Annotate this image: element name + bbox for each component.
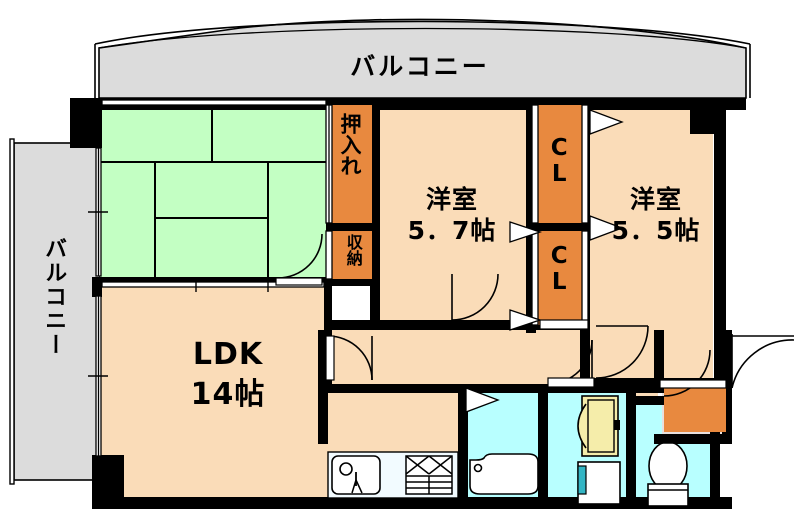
door-thresholds — [275, 277, 727, 389]
kitchen-sink-icon — [331, 455, 381, 495]
shuno-label: 収納 — [343, 234, 363, 266]
gas-range-icon — [405, 455, 453, 495]
window-ticks — [88, 211, 269, 377]
balcony-top-region — [94, 18, 751, 99]
cl-upper-fill — [538, 105, 582, 223]
cl-lower-label: CL — [546, 243, 573, 295]
yoshitsu-57-name: 洋室 — [425, 185, 478, 214]
ldk-floor — [100, 284, 330, 506]
washing-machine-icon — [577, 461, 621, 505]
door-swings — [277, 233, 795, 397]
folding-door-marks — [465, 109, 624, 413]
balcony-left-label: バルコニー — [41, 237, 67, 357]
tatami-mat-lines — [100, 105, 326, 284]
vanity-sink-icon — [577, 395, 620, 457]
balcony-top-label: バルコニー — [350, 52, 490, 81]
toilet-icon — [647, 441, 689, 507]
yoshitsu-55-size: 5．5帖 — [611, 216, 701, 245]
cl-upper-label: CL — [546, 135, 573, 187]
ldk-name: LDK — [192, 337, 264, 372]
ldk-size: 14帖 — [190, 377, 266, 412]
yoshitsu-55-name: 洋室 — [629, 185, 682, 214]
oshiire-label: 押入れ — [338, 113, 363, 176]
bathtub-icon — [469, 453, 539, 495]
cl-lower-fill — [538, 231, 582, 325]
yoshitsu-57-size: 5．7帖 — [407, 216, 497, 245]
shuno-fill — [332, 231, 372, 279]
oshiire-fill — [332, 105, 372, 223]
